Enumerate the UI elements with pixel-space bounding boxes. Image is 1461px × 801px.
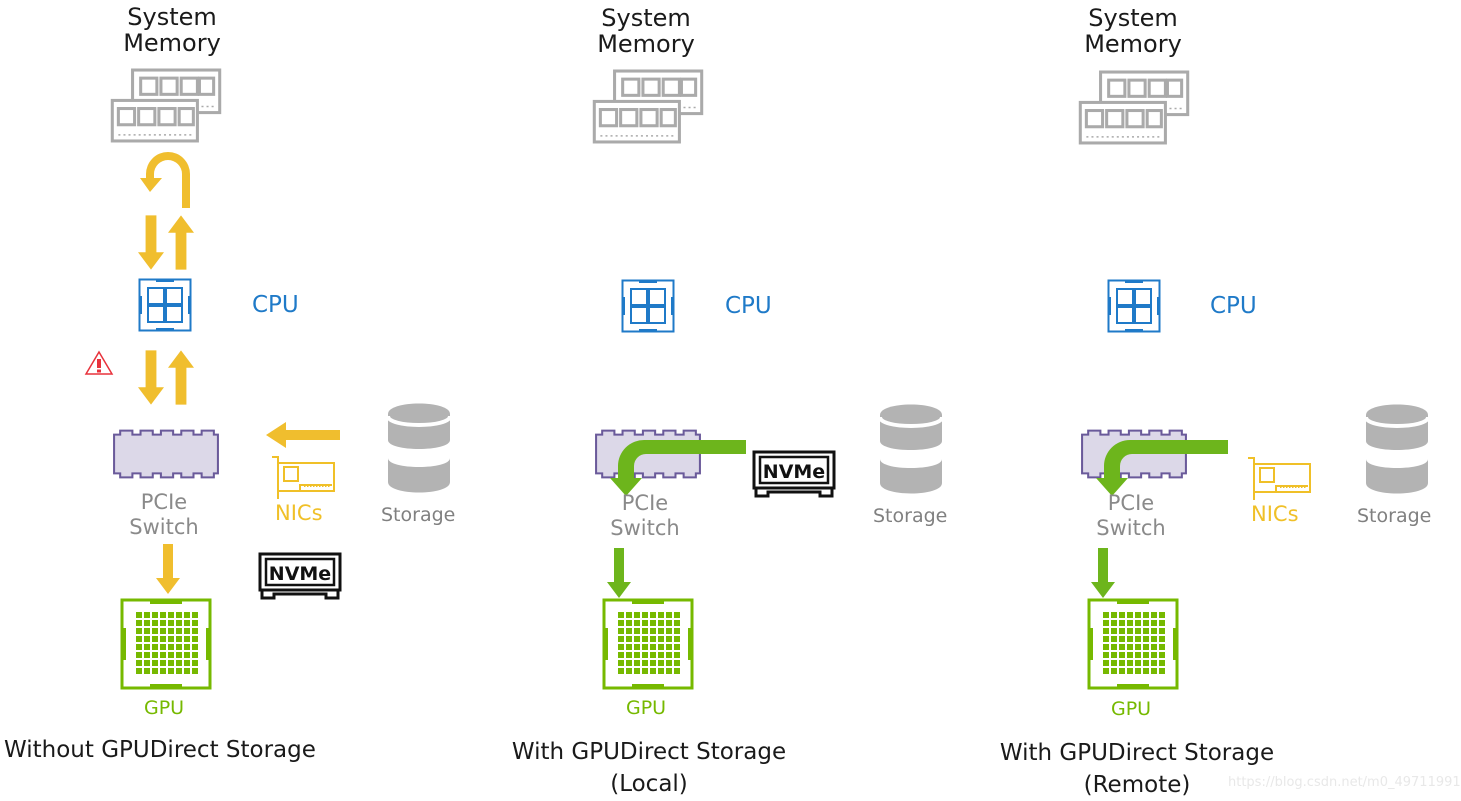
cpu-icon [1107, 279, 1161, 333]
arrow-up-icon [168, 350, 194, 405]
system-memory-label-line2: Memory [1084, 30, 1182, 59]
pcie-label-line2: Switch [1096, 516, 1166, 541]
nvme-icon [752, 450, 836, 498]
nic-icon [270, 455, 336, 503]
nvme-icon [258, 552, 342, 600]
system-memory-label-line1: System [1088, 4, 1178, 32]
caption-gds-local: With GPUDirect Storage (Local) [504, 736, 794, 800]
gpu-icon [602, 598, 694, 690]
system-memory-label-line1: System [127, 3, 217, 31]
caption-line2: (Local) [610, 771, 688, 798]
system-memory-label-line2: Memory [597, 30, 695, 59]
arrow-down-icon [1090, 548, 1116, 598]
nic-label: NICs [275, 501, 323, 525]
system-memory-label-line1: System [601, 4, 691, 32]
memory-icon [1078, 70, 1190, 146]
pcie-label-line1: PCIe [140, 490, 188, 514]
arrow-down-icon [138, 215, 164, 270]
storage-icon [878, 403, 944, 495]
storage-label: Storage [873, 505, 948, 527]
cpu-label: CPU [252, 292, 299, 318]
pcie-switch-icon [110, 428, 222, 480]
caption-gds-remote: With GPUDirect Storage (Remote) [992, 737, 1282, 801]
pcie-switch-label: PCIe Switch [1071, 491, 1191, 541]
caption-line1: Without GPUDirect Storage [4, 737, 316, 763]
storage-label: Storage [381, 504, 456, 526]
gds-bent-arrow-icon [610, 440, 746, 496]
system-memory-label: System Memory [72, 4, 272, 57]
gpu-icon [120, 598, 212, 690]
arrow-down-icon [155, 544, 181, 594]
arrow-left-icon [266, 422, 340, 448]
arrow-up-icon [168, 215, 194, 270]
caption-line1: With GPUDirect Storage [511, 739, 787, 765]
storage-icon [386, 402, 452, 494]
gpu-label: GPU [144, 697, 185, 719]
watermark: https://blog.csdn.net/m0_49711991 [1228, 775, 1461, 790]
gpu-label: GPU [626, 697, 667, 719]
gpu-label: GPU [1111, 698, 1152, 720]
system-memory-label: System Memory [1033, 5, 1233, 58]
system-memory-label-line2: Memory [123, 29, 221, 58]
pcie-label-line1: PCIe [621, 491, 669, 515]
u-turn-arrow-icon [140, 152, 190, 208]
cpu-icon [621, 279, 675, 333]
pcie-label-line2: Switch [129, 515, 199, 540]
gpu-icon [1087, 598, 1179, 690]
cpu-label: CPU [1210, 293, 1257, 319]
nic-label: NICs [1251, 502, 1299, 526]
memory-icon [110, 68, 222, 144]
pcie-label-line2: Switch [610, 516, 680, 541]
memory-icon [592, 69, 704, 145]
caption-line2: (Remote) [1083, 772, 1191, 799]
caption-line1: With GPUDirect Storage [999, 740, 1275, 766]
system-memory-label: System Memory [546, 5, 746, 58]
nic-icon [1246, 456, 1312, 504]
storage-label: Storage [1357, 505, 1432, 527]
pcie-label-line1: PCIe [1107, 491, 1155, 515]
arrow-down-icon [138, 350, 164, 405]
warning-icon [84, 350, 114, 375]
cpu-icon [138, 278, 192, 332]
gds-bent-arrow-icon [1096, 440, 1228, 496]
arrow-down-icon [606, 548, 632, 598]
caption-without-gds: Without GPUDirect Storage [4, 734, 316, 766]
cpu-label: CPU [725, 293, 772, 319]
pcie-switch-label: PCIe Switch [104, 490, 224, 540]
pcie-switch-label: PCIe Switch [585, 491, 705, 541]
storage-icon [1364, 403, 1430, 495]
